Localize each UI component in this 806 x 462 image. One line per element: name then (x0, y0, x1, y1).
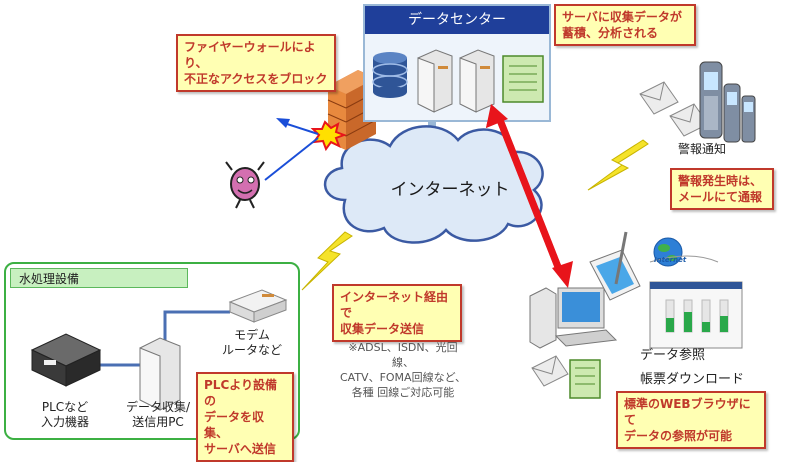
note-line: メールにて通報 (678, 190, 763, 204)
note-line: インターネット経由で (340, 290, 449, 320)
note-firewall: ファイヤーウォールにより、 不正なアクセスをブロック (176, 34, 336, 92)
note-line: 収集データ送信 (340, 322, 425, 336)
note-line: 標準のWEBブラウザにて (624, 397, 751, 427)
lines-note-line: CATV、FOMA回線など、 (339, 371, 467, 384)
data-view-label: データ参照 (640, 348, 706, 363)
plc-device-label-line: 入力機器 (40, 415, 89, 429)
note-line: データを収集、 (204, 410, 265, 440)
note-line: PLCより設備の (204, 378, 278, 408)
diagram-graphics (30, 49, 756, 411)
water-plant-title: 水処理設備 (10, 268, 188, 288)
lightning-plant-icon (301, 231, 353, 291)
datacenter-box: データセンター (363, 4, 551, 122)
datacenter-title: データセンター (365, 6, 549, 34)
lines-note-line: ※ADSL、ISDN、光回線、 (348, 341, 458, 369)
modem-label-line: モデム (234, 328, 270, 342)
note-line: データの参照が可能 (624, 429, 733, 443)
modem-label: モデム ルータなど (212, 328, 292, 358)
lightning-alarm-icon (587, 139, 649, 191)
mobile-phone-icon (741, 95, 756, 143)
note-alarm: 警報発生時は、 メールにて通報 (670, 168, 774, 210)
lines-note-line: 各種 回線ご対応可能 (351, 386, 455, 399)
internet-badge: Internet (654, 256, 687, 264)
alarm-notify-label: 警報通知 (677, 142, 726, 156)
note-plc: PLCより設備の データを収集、 サーバへ送信 (196, 372, 294, 462)
note-line: 警報発生時は、 (678, 174, 763, 188)
note-line: 蓄積、分析される (562, 26, 659, 40)
hacker-icon (225, 161, 265, 209)
blocked-attack-line (283, 122, 319, 135)
note-line: サーバに収集データが (562, 10, 682, 24)
mail-icon (639, 81, 679, 115)
note-line: 不正なアクセスをブロック (184, 72, 328, 86)
mobile-phone-icon (723, 83, 741, 143)
collect-pc-label-line: 送信用PC (132, 415, 184, 429)
report-download-label: 帳票ダウンロード (640, 372, 745, 387)
internet-globe-icon (649, 237, 719, 267)
client-pc-icon (529, 287, 618, 349)
note-via-internet: インターネット経由で 収集データ送信 (332, 284, 462, 342)
block-burst-icon (310, 120, 347, 152)
collect-pc-label-line: データ収集/ (125, 400, 191, 414)
note-line: ファイヤーウォールにより、 (184, 40, 316, 70)
mail-icon (531, 355, 569, 387)
collect-pc-label: データ収集/ 送信用PC (118, 400, 198, 430)
lines-note: ※ADSL、ISDN、光回線、 CATV、FOMA回線など、 各種 回線ご対応可… (338, 340, 468, 400)
internet-label: インターネット (390, 180, 510, 200)
tablet-monitor-icon (589, 231, 641, 301)
plc-device-label-line: PLCなど (41, 400, 89, 414)
mobile-phone-icon (699, 61, 723, 139)
note-line: サーバへ送信 (204, 442, 276, 456)
plc-device-label: PLCなど 入力機器 (30, 400, 100, 430)
attack-arrowhead-icon (276, 118, 290, 128)
note-web: 標準のWEBブラウザにて データの参照が可能 (616, 391, 766, 449)
modem-label-line: ルータなど (221, 343, 282, 357)
report-scroll-icon (569, 359, 601, 399)
note-server: サーバに収集データが 蓄積、分析される (554, 4, 696, 46)
browser-report-window-icon (649, 281, 743, 349)
attack-line (264, 137, 319, 181)
